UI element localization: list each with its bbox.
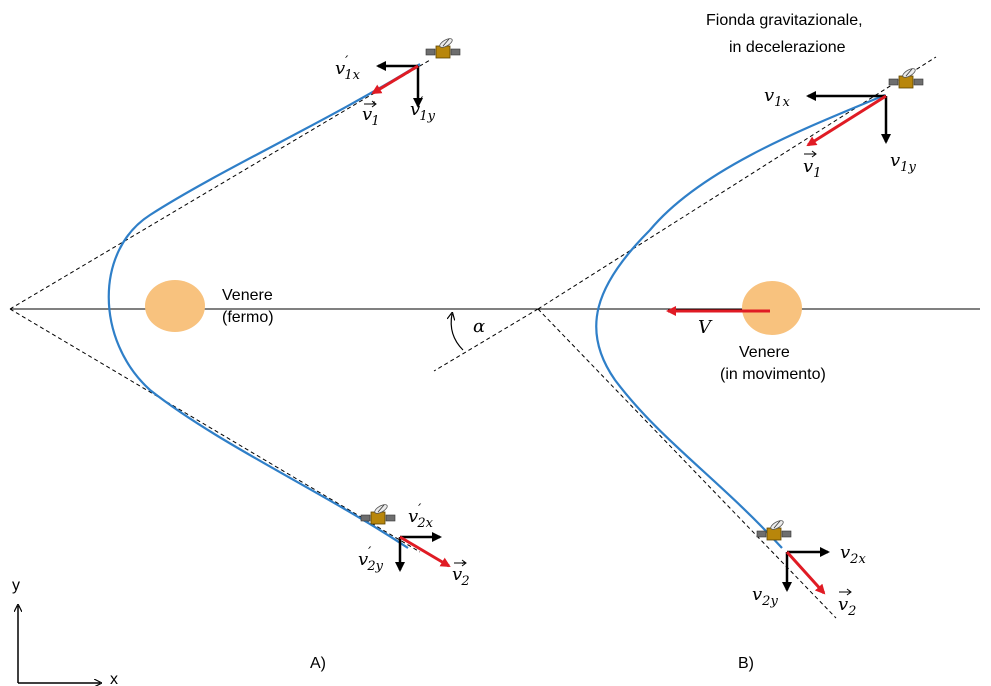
panel-b: V Venere (in movimento) v1x v1 v1y v2x v… — [537, 12, 937, 672]
asymptote-lower-a — [9, 308, 421, 553]
planet-velocity-label: V — [698, 317, 713, 338]
x-axis-label: x — [110, 671, 118, 686]
y-axis-label: y — [12, 577, 20, 594]
asymptote-lower-b — [537, 308, 837, 619]
alpha-label: α — [473, 316, 485, 337]
v1-label-b: v1 — [803, 156, 821, 181]
trajectory-b — [595, 93, 886, 549]
v1-arrow-a — [371, 64, 419, 95]
v2-arrow-b — [785, 550, 826, 595]
title-line1: Fionda gravitazionale, — [706, 12, 863, 29]
v1-arrow-b — [806, 94, 887, 147]
planet-label-a: Venere — [222, 287, 273, 304]
v2y-label-b: v2y — [752, 584, 778, 609]
planet-state-a: (fermo) — [222, 309, 274, 326]
v2x-label-a: v′2x — [408, 502, 434, 531]
panel-b-label: B) — [738, 655, 754, 672]
planet-venus-a — [145, 280, 205, 332]
asymptote-upper-b — [537, 56, 937, 310]
satellite-icon-lower-b — [756, 518, 792, 541]
satellite-icon-upper-a — [425, 36, 461, 59]
asymptote-upper-a — [9, 59, 431, 310]
v2-arrow-a — [399, 535, 451, 568]
planet-label-b: Venere — [739, 344, 790, 361]
v2y-label-a: v′2y — [358, 545, 384, 574]
angle-alpha: α — [433, 308, 539, 372]
v1-vector-arrow-a — [364, 100, 377, 108]
panel-a-label: A) — [310, 655, 326, 672]
v1-label-a: v′1 — [362, 100, 380, 129]
panel-a: Venere (fermo) v′1x v′1 v′1y v′2x v′2y v… — [9, 36, 470, 672]
alpha-arc — [451, 314, 464, 351]
satellite-icon-upper-b — [888, 66, 924, 89]
v1-vector-arrow-b — [804, 150, 817, 158]
alpha-dashed-extension — [433, 308, 539, 372]
v2-label-b: v2 — [838, 594, 856, 619]
v2-vector-arrow-b — [839, 588, 852, 596]
planet-state-b: (in movimento) — [720, 366, 826, 383]
v2-label-a: v′2 — [452, 560, 470, 589]
trajectory-a — [107, 63, 421, 549]
v1x-label-b: v1x — [764, 85, 790, 110]
xy-axes: y x — [12, 577, 118, 686]
satellite-icon-lower-a — [360, 502, 396, 525]
v2-vector-arrow-a — [454, 559, 467, 567]
v2x-label-b: v2x — [840, 542, 866, 567]
v1y-label-b: v1y — [890, 150, 916, 175]
v1y-label-a: v′1y — [410, 95, 436, 124]
v1x-label-a: v′1x — [335, 54, 361, 83]
title-line2: in decelerazione — [729, 39, 846, 56]
planet-venus-b — [742, 281, 802, 335]
